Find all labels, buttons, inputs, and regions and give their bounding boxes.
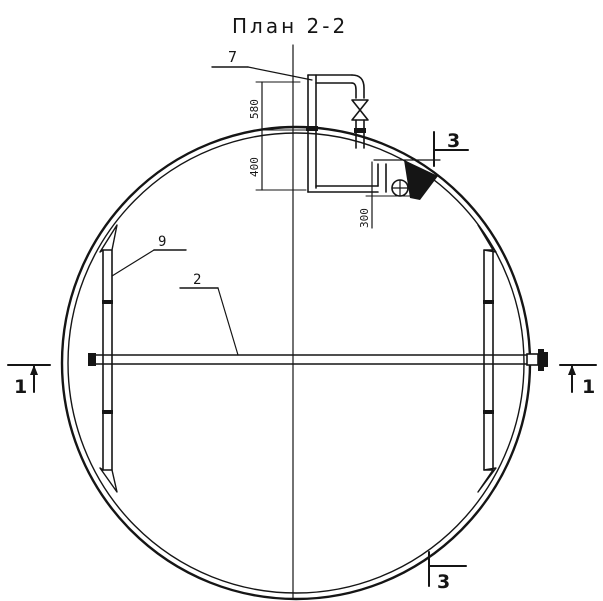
dimension-middle: 400 — [248, 129, 307, 191]
leader-item-2: 2 — [179, 272, 239, 356]
label-item-7: 7 — [228, 48, 237, 66]
tank-shell — [60, 125, 532, 601]
section-label-top: 3 — [447, 130, 460, 152]
left-support — [99, 224, 118, 493]
leader-item-9: 9 — [111, 234, 187, 277]
dimension-label-middle: 400 — [248, 157, 261, 177]
section-mark-bottom: 3 — [428, 551, 467, 593]
section-label-right: 1 — [582, 376, 595, 398]
section-mark-right: 1 — [559, 364, 597, 398]
leader-item-7: 7 — [211, 48, 313, 81]
section-mark-top: 3 — [433, 130, 469, 167]
right-support — [477, 224, 497, 493]
dimension-upper: 580 — [248, 81, 307, 131]
horizontal-pipe — [88, 349, 548, 371]
section-mark-left: 1 — [7, 364, 51, 398]
riser-pipe — [306, 74, 441, 200]
dimension-side: 300 — [358, 161, 411, 229]
section-label-left: 1 — [14, 376, 27, 398]
label-item-9: 9 — [158, 234, 166, 250]
dimension-label-upper: 580 — [248, 99, 261, 119]
section-label-bottom: 3 — [437, 571, 450, 593]
label-item-2: 2 — [193, 272, 201, 288]
drawing-title: План 2-2 — [232, 14, 348, 38]
dimension-label-side: 300 — [358, 208, 371, 228]
